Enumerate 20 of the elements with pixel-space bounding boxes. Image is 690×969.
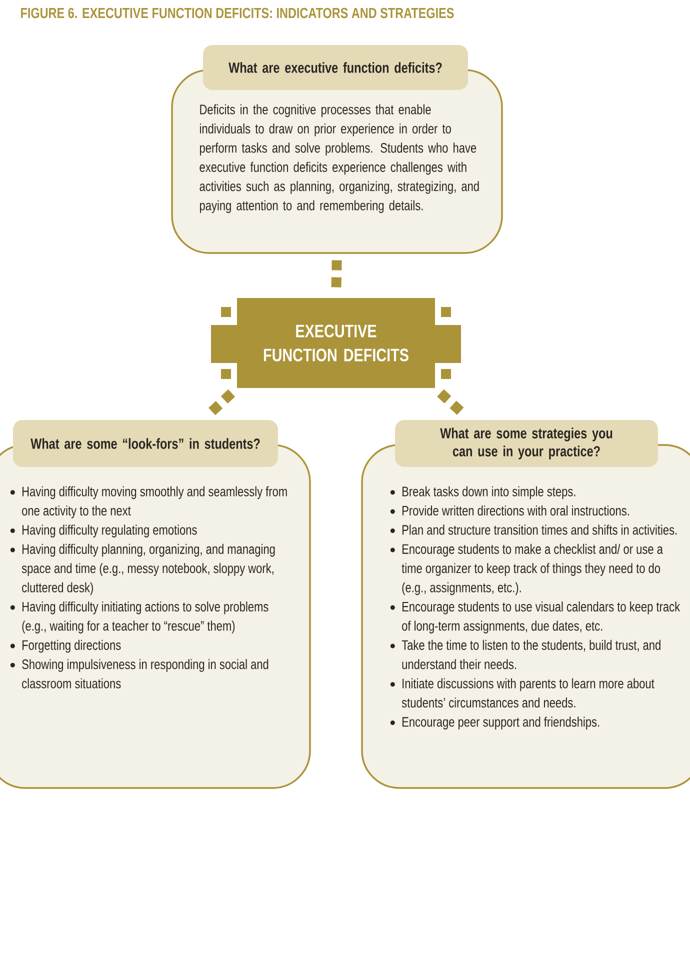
list-item: Encourage students to make a checklist and/ or use a time organizer to keep track of things they need to do (e.g., assignments, etc.). (402, 544, 663, 596)
dotted-connector (331, 260, 342, 290)
list-item: Encourage peer support and friendships. (402, 716, 600, 730)
list-item: Break tasks down into simple steps. (402, 486, 576, 500)
list-item: Showing impulsiveness in responding in social and classroom situations (22, 659, 268, 688)
dotted-connector (206, 389, 236, 418)
list-item: Having difficulty planning, organizing, and managing space and time (e.g., messy notebook, sloppy work, cluttered desk) (22, 544, 275, 596)
list-item: Having difficulty regulating emotions (22, 524, 197, 538)
list-item: Having difficulty initiating actions to solve problems (e.g., waiting for a teacher to “rescue” them) (22, 601, 268, 634)
list-item: Provide written directions with oral instructions. (402, 505, 629, 516)
heading-tab: What are some “look-fors” in students? (13, 420, 278, 467)
list-item: Having difficulty moving smoothly and seamlessly from one activity to the next (22, 486, 287, 518)
heading-tab: What are executive function deficits? (203, 45, 468, 90)
list-item: Encourage students to use visual calendars to keep track of long-term assignments, due dates, etc. (402, 601, 680, 634)
list-item: Plan and structure transition times and shifts in activities. (402, 524, 677, 535)
figure-title: FIGURE 6. EXECUTIVE FUNCTION DEFICITS: INDICATORS AND STRATEGIES (21, 8, 454, 18)
list-item: Initiate discussions with parents to learn more about students’ circumstances and needs. (402, 678, 654, 708)
list-item: Forgetting directions (22, 640, 121, 653)
list-item: Take the time to listen to the students, build trust, and understand their needs. (402, 640, 660, 670)
heading-tab: What are some strategies you can use in your practice? (395, 420, 658, 467)
